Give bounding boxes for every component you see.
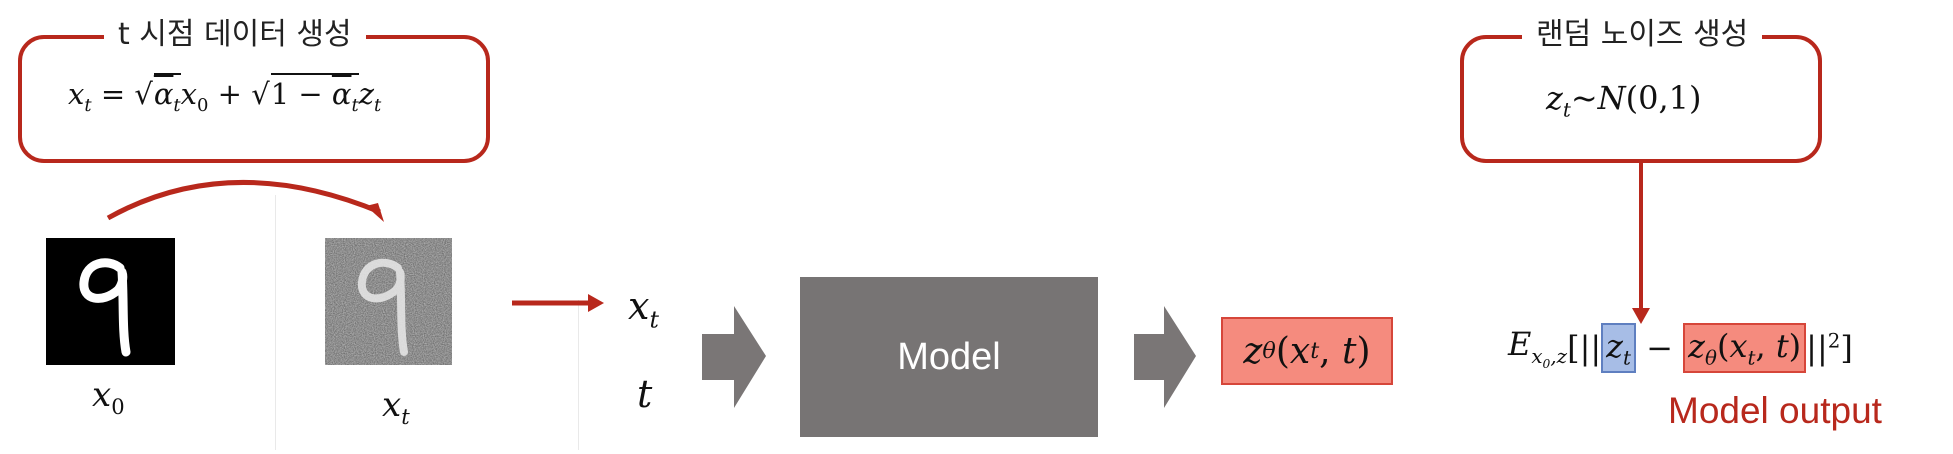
callout-title-right: 랜덤 노이즈 생성 (1522, 17, 1763, 53)
curved-arrow (106, 180, 381, 221)
x0-image (46, 238, 175, 365)
divider-line (578, 300, 579, 450)
input-arrow-head (588, 294, 604, 312)
block-arrow-from-model (1134, 306, 1196, 408)
label-xt: xt (382, 385, 410, 429)
model-label: Model (897, 335, 1001, 378)
target-noise-highlight: zt (1601, 322, 1636, 374)
divider-line (275, 195, 276, 450)
input-xt: xt (628, 284, 659, 334)
prediction-highlight: zθ(xt, t) (1683, 322, 1807, 374)
noise-arrow-head (1632, 308, 1650, 324)
xt-image (325, 238, 452, 365)
model-output-label: Model output (1668, 390, 1882, 431)
model-box: Model (800, 277, 1098, 437)
forward-process-equation: xt = √αtx0 + √1 − αtzt (68, 73, 381, 116)
input-t: t (637, 372, 653, 416)
label-x0: x0 (92, 375, 125, 419)
block-arrow-to-model (702, 306, 766, 408)
loss-equation: Ex0,z [|| zt − zθ(xt, t) ||2] (1508, 320, 1853, 376)
noise-distribution-equation: zt~N(0,1) (1546, 79, 1702, 122)
curved-arrow-head (366, 203, 384, 222)
callout-title-left: t 시점 데이터 생성 (104, 17, 366, 53)
